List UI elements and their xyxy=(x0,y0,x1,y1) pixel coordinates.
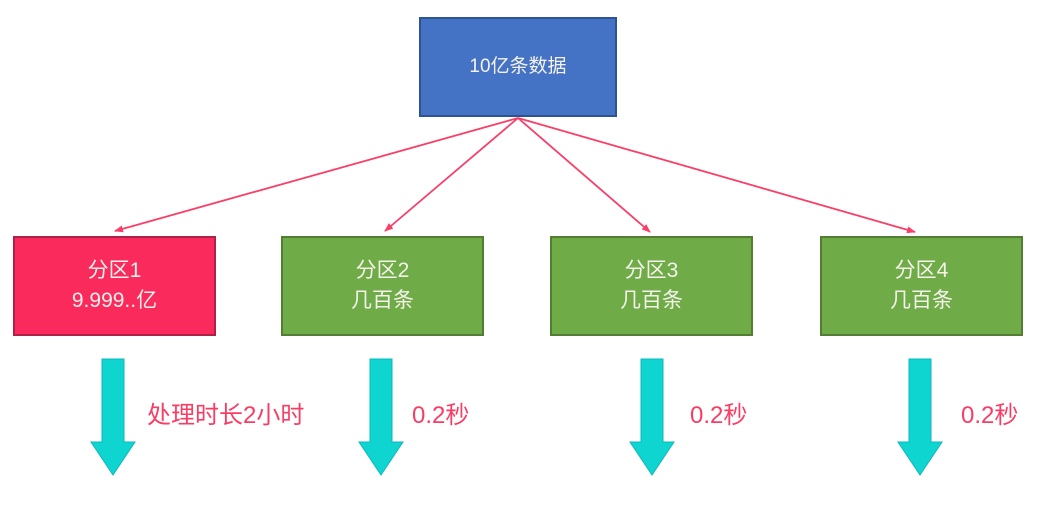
partition-3-node: 分区3 几百条 xyxy=(550,236,753,336)
root-node: 10亿条数据 xyxy=(419,17,617,117)
duration-label-partition4: 0.2秒 xyxy=(961,402,1019,429)
partition-1-count: 9.999..亿 xyxy=(71,289,158,312)
partition-1-node: 分区1 9.999..亿 xyxy=(13,236,216,336)
root-node-label: 10亿条数据 xyxy=(469,56,567,78)
duration-label-partition1: 处理时长2小时 xyxy=(147,402,305,429)
partition-1-name: 分区1 xyxy=(87,258,142,282)
connector-arrow-root-to-partition2 xyxy=(384,117,519,232)
down-arrow-icon-partition1 xyxy=(90,358,136,476)
connector-arrow-root-to-partition1 xyxy=(114,117,519,233)
connector-arrow-root-to-partition3 xyxy=(517,117,651,233)
partition-3-name: 分区3 xyxy=(624,258,679,282)
partition-2-name: 分区2 xyxy=(355,258,410,282)
down-arrow-icon-partition4 xyxy=(897,358,943,476)
partition-3-count: 几百条 xyxy=(620,289,683,312)
connector-arrow-root-to-partition4 xyxy=(517,117,916,234)
duration-label-partition2: 0.2秒 xyxy=(412,402,470,429)
duration-label-partition3: 0.2秒 xyxy=(690,402,748,429)
down-arrow-icon-partition2 xyxy=(358,358,404,476)
partition-4-count: 几百条 xyxy=(890,289,953,312)
down-arrow-icon-partition3 xyxy=(629,358,675,476)
partition-4-node: 分区4 几百条 xyxy=(820,236,1023,336)
partition-2-node: 分区2 几百条 xyxy=(281,236,484,336)
partition-4-name: 分区4 xyxy=(894,258,949,282)
partition-2-count: 几百条 xyxy=(351,289,414,312)
